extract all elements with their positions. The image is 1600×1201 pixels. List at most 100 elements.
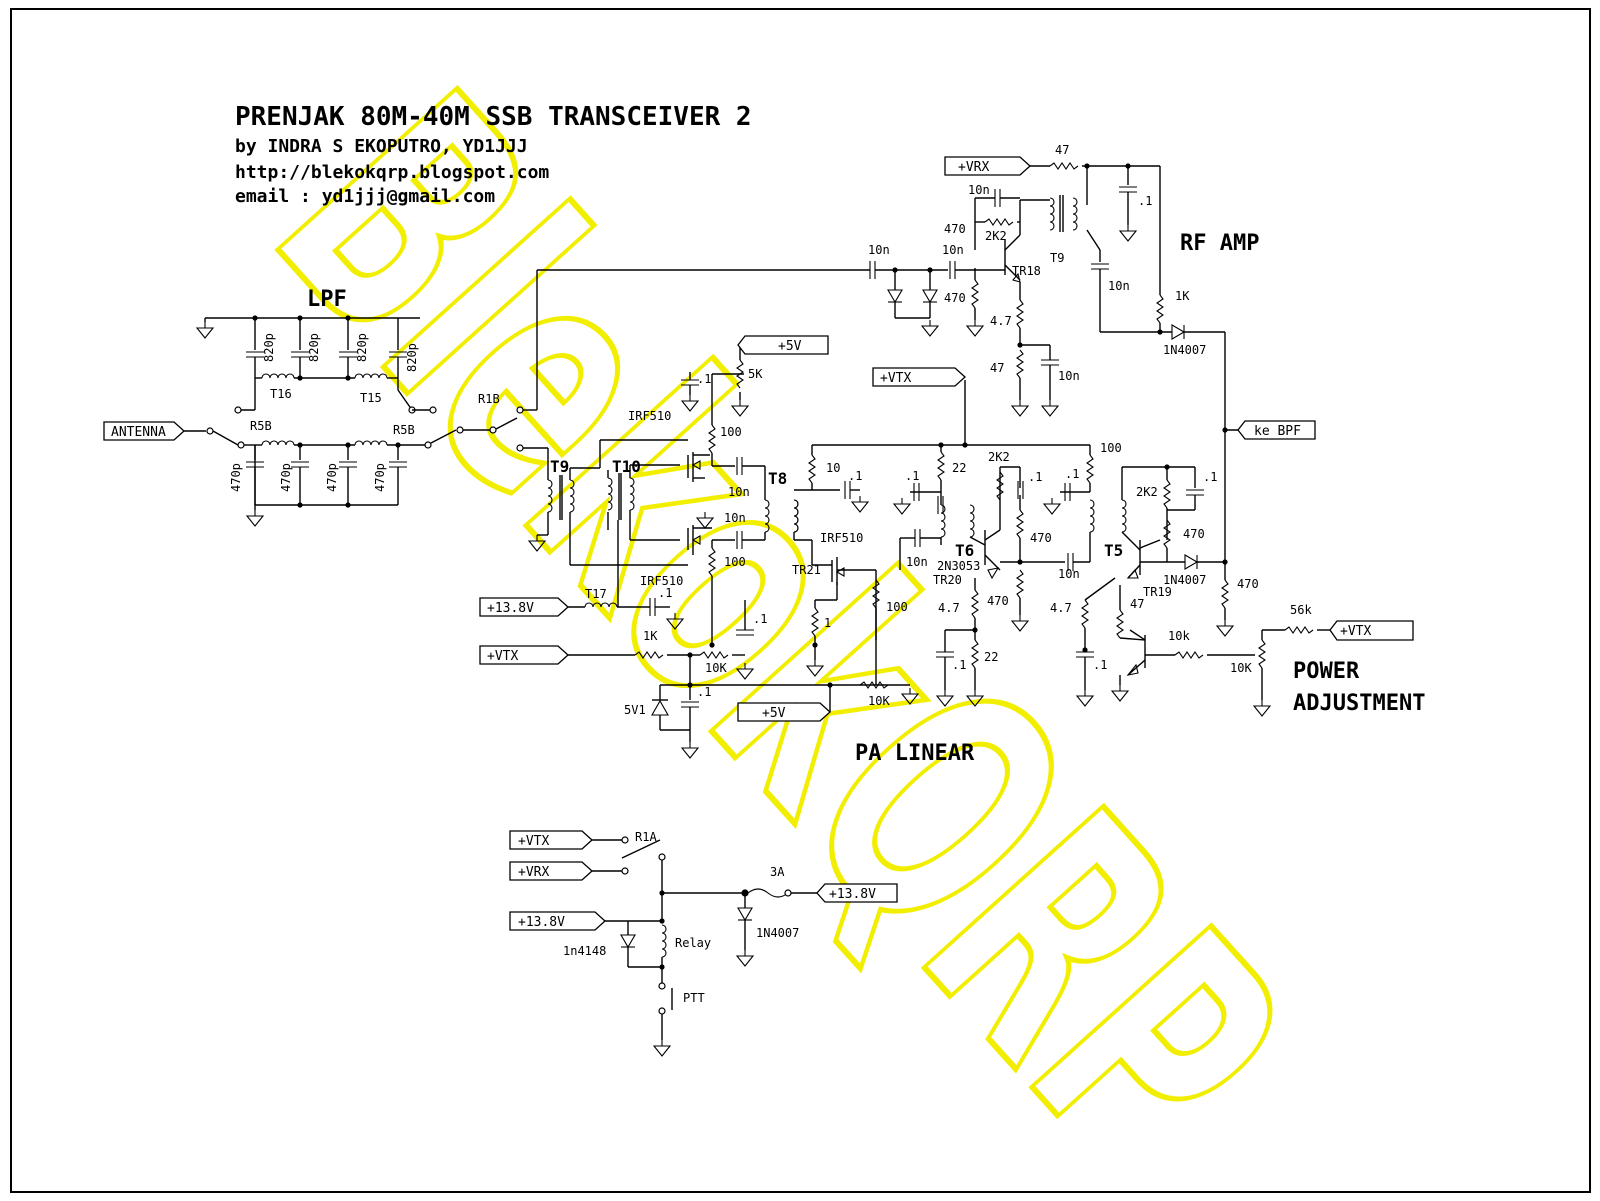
ke-bpf-port: ke BPF	[1254, 424, 1301, 439]
c10n-label: 10n	[728, 485, 750, 499]
d1n4007-label: 1N4007	[756, 926, 799, 940]
rf-amp-block: 47 .1 1K 1N4007 470 T9 10n TR18 10n 2K2 …	[868, 143, 1259, 637]
r22-label: 22	[984, 650, 998, 664]
t9-rf-label: T9	[1050, 251, 1064, 265]
antenna-port: ANTENNA	[111, 425, 166, 440]
r100-label: 100	[720, 425, 742, 439]
c01-label: .1	[1203, 470, 1217, 484]
c10n-label: 10n	[968, 183, 990, 197]
c470-label: 470p	[373, 463, 387, 492]
c01-label: .1	[1065, 467, 1079, 481]
r47-label: 47	[1055, 143, 1069, 157]
r470-label: 470	[987, 594, 1009, 608]
r470-label: 470	[1030, 531, 1052, 545]
email-line: email : yd1jjj@gmail.com	[235, 186, 495, 207]
c01-label: .1	[1093, 658, 1107, 672]
r4-7-label: 4.7	[990, 314, 1012, 328]
t9-label: T9	[550, 457, 569, 476]
tr21-label: TR21	[792, 563, 821, 577]
c10n-label: 10n	[906, 555, 928, 569]
d1n4148-label: 1n4148	[563, 944, 606, 958]
r1b-label: R1B	[478, 392, 500, 406]
d1n4007-label: 1N4007	[1163, 343, 1206, 357]
power-adjust-label-2: ADJUSTMENT	[1293, 691, 1425, 716]
c01-label: .1	[1028, 470, 1042, 484]
irf510-label: IRF510	[628, 409, 671, 423]
c01-label: .1	[658, 586, 672, 600]
q2n3053-label: 2N3053	[937, 559, 980, 573]
fuse-label: 3A	[770, 865, 785, 879]
r22-label: 22	[952, 461, 966, 475]
pa-linear-section-label: PA LINEAR	[855, 741, 975, 766]
c820-label: 820p	[307, 333, 321, 362]
r4-7-label: 4.7	[938, 601, 960, 615]
plus5v-port: +5V	[762, 706, 786, 721]
c01-label: .1	[905, 469, 919, 483]
tr20-label: TR20	[933, 573, 962, 587]
schematic-title: PRENJAK 80M-40M SSB TRANSCEIVER 2	[235, 102, 752, 132]
plus5v-port: +5V	[778, 339, 802, 354]
c01-label: .1	[1138, 194, 1152, 208]
t16-label: T16	[270, 387, 292, 401]
r2k2-label: 2K2	[988, 450, 1010, 464]
r100-label: 100	[724, 555, 746, 569]
irf510-label: IRF510	[820, 531, 863, 545]
r470-label: 470	[944, 222, 966, 236]
t10-label: T10	[612, 457, 641, 476]
r5b-label: R5B	[250, 419, 272, 433]
r2k2-label: 2K2	[1136, 485, 1158, 499]
r1k-label: 1K	[1175, 289, 1190, 303]
c470-label: 470p	[229, 463, 243, 492]
author-line: by INDRA S EKOPUTRO, YD1JJJ	[235, 136, 528, 157]
r2k2-label: 2K2	[985, 229, 1007, 243]
r470-label: 470	[1183, 527, 1205, 541]
c820-label: 820p	[405, 343, 419, 372]
c01-label: .1	[697, 372, 711, 386]
p10k-label: 10K	[1230, 661, 1252, 675]
r10-label: 10	[826, 461, 840, 475]
p5k-label: 5K	[748, 367, 763, 381]
r5b-label: R5B	[393, 423, 415, 437]
relay-label: Relay	[675, 936, 711, 950]
t5-label: T5	[1104, 541, 1123, 560]
vtx-port: +VTX	[518, 834, 549, 849]
lpf-section-label: LPF	[307, 287, 347, 312]
c470-label: 470p	[279, 463, 293, 492]
tr19-label: TR19	[1143, 585, 1172, 599]
sheet-border	[10, 8, 1591, 1193]
vtx-port: +VTX	[880, 371, 911, 386]
p10k-label: 10K	[705, 661, 727, 675]
c10n-label: 10n	[868, 243, 890, 257]
c820-label: 820p	[262, 333, 276, 362]
z5v1-label: 5V1	[624, 703, 646, 717]
v138-port: +13.8V	[829, 887, 876, 902]
url-line: http://blekokqrp.blogspot.com	[235, 162, 549, 183]
r10k-label: 10k	[1168, 629, 1190, 643]
t6-label: T6	[955, 541, 974, 560]
r470-label: 470	[944, 291, 966, 305]
c01-label: .1	[753, 612, 767, 626]
rf-amp-section-label: RF AMP	[1180, 231, 1259, 256]
tr18-label: TR18	[1012, 264, 1041, 278]
irf510-label: IRF510	[640, 574, 683, 588]
c01-label: .1	[848, 469, 862, 483]
r1-label: 1	[824, 616, 831, 630]
port-tags: ANTENNA +VRX +5V +VTX ke BPF +13.8V +VTX…	[103, 156, 1414, 931]
c01-label: .1	[697, 685, 711, 699]
r4-7-label: 4.7	[1050, 601, 1072, 615]
power-adjust-label-1: POWER	[1293, 659, 1360, 684]
p10k-label: 10K	[868, 694, 890, 708]
c10n-label: 10n	[724, 511, 746, 525]
c10n-label: 10n	[1108, 279, 1130, 293]
r56k-label: 56k	[1290, 603, 1312, 617]
relay-block: R1A 3A 1N4007 1n4148 Relay PTT	[563, 830, 817, 1057]
c470-label: 470p	[325, 463, 339, 492]
vtx-port: +VTX	[1340, 624, 1371, 639]
pa-driver-block: T9 T10 IRF510 IRF510 100 10n 10n 100 T8	[528, 345, 919, 759]
r1a-label: R1A	[635, 830, 657, 844]
ptt-label: PTT	[683, 991, 705, 1005]
r1k-label: 1K	[643, 629, 658, 643]
vrx-port: +VRX	[518, 865, 549, 880]
v138-port: +13.8V	[518, 915, 565, 930]
